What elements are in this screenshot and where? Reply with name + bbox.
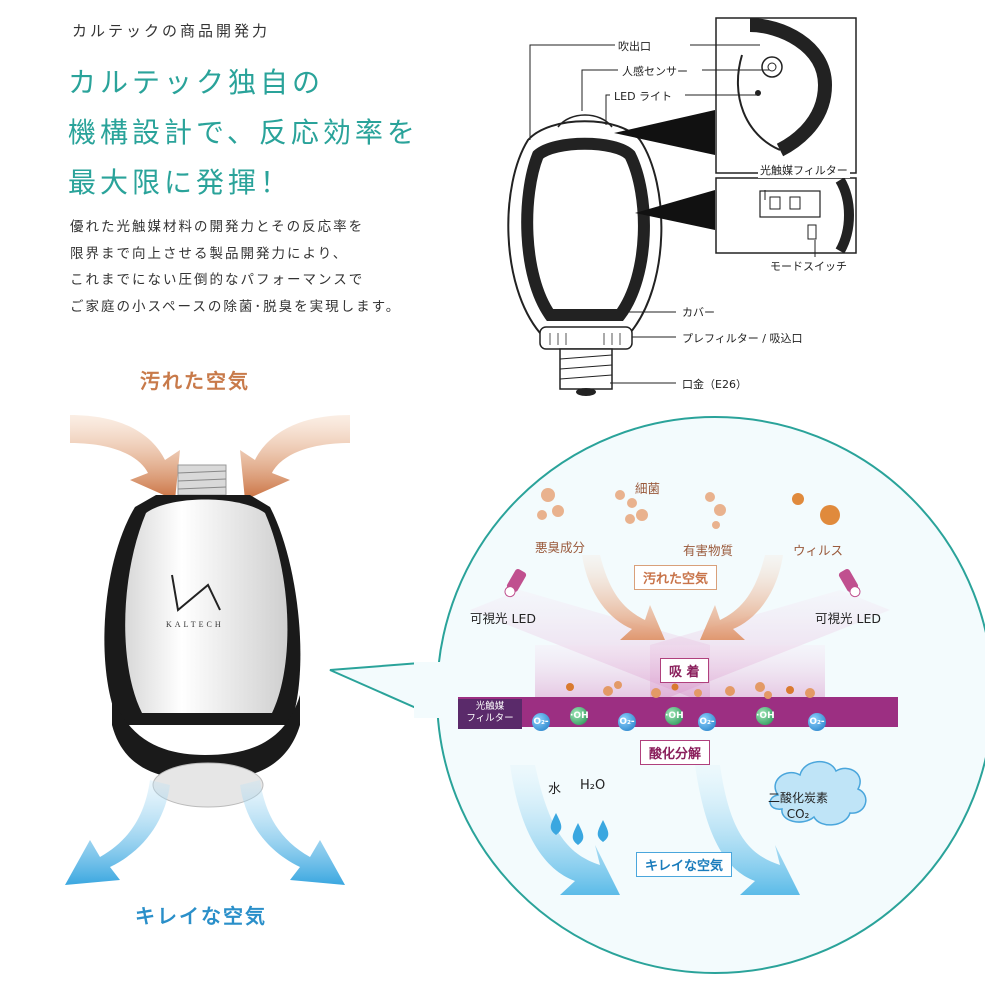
process-clean-arrow-right: [695, 765, 800, 895]
o2-molecule: O₂-: [808, 713, 826, 731]
label-filter: 光触媒フィルター: [758, 162, 850, 178]
label-outlet: 吹出口: [616, 38, 653, 54]
device-diagram: [507, 17, 857, 396]
o2-molecule: O₂-: [618, 713, 636, 731]
description-line-2: 限界まで向上させる製品開発力により、: [70, 245, 349, 262]
label-led: LED ライト: [612, 88, 675, 104]
oh-molecule: ·OH: [665, 707, 684, 725]
water-drops-icon: [550, 813, 609, 845]
process-dirty-air-tag: 汚れた空気: [634, 565, 718, 590]
water-label: 水: [548, 782, 562, 797]
h2o-label: H₂O: [580, 778, 606, 793]
filter-label: 光触媒 フィルター: [458, 699, 522, 729]
oh-molecule: ·OH: [570, 707, 589, 725]
co2-cloud-icon: [769, 761, 867, 826]
description-line-3: これまでにない圧倒的なパフォーマンスで: [70, 272, 365, 288]
process-clean-air-tag: キレイな空気: [636, 852, 733, 877]
harmful-label: 有害物質: [683, 543, 734, 558]
headline: カルテック独自の 機構設計で、反応効率を 最大限に発揮！: [68, 58, 419, 208]
co2-label-line-1: 二酸化炭素: [768, 791, 829, 805]
label-base: 口金（E26）: [680, 376, 749, 392]
odor-label: 悪臭成分: [535, 540, 586, 555]
process-dirty-arrow-right: [700, 555, 783, 640]
co2-label: 二酸化炭素 CO₂: [768, 790, 828, 822]
filter-label-line-2: フィルター: [466, 713, 514, 724]
dirty-arrow-left: [70, 415, 180, 500]
dirty-air-title: 汚れた空気: [140, 369, 250, 393]
label-cover: カバー: [680, 304, 717, 320]
label-sensor: 人感センサー: [620, 63, 690, 79]
product-illustration: KALTECH: [65, 415, 350, 885]
process-dirty-arrow-left: [582, 555, 665, 640]
oh-molecule: ·OH: [756, 707, 775, 725]
led-right-label: 可視光 LED: [815, 611, 881, 626]
co2-label-line-2: CO₂: [786, 807, 810, 821]
o2-molecule: O₂-: [698, 713, 716, 731]
clean-air-title: キレイな空気: [135, 904, 267, 928]
headline-line-2: 機構設計で、反応効率を: [68, 116, 419, 149]
adsorb-tag: 吸 着: [660, 658, 709, 683]
brand-wordmark: KALTECH: [166, 620, 224, 629]
led-left-icon: [504, 568, 527, 598]
section-kicker: カルテックの商品開発力: [72, 22, 271, 40]
germs-label: 細菌: [635, 481, 661, 496]
description-line-4: ご家庭の小スペースの除菌･脱臭を実現します。: [70, 298, 402, 315]
led-left-label: 可視光 LED: [470, 611, 536, 626]
label-mode-switch: モードスイッチ: [768, 258, 849, 274]
o2-molecule: O₂-: [532, 713, 550, 731]
headline-line-1: カルテック独自の: [68, 66, 325, 99]
process-clean-arrow-left: [510, 765, 620, 895]
led-right-icon: [838, 568, 861, 598]
description-line-1: 優れた光触媒材料の開発力とその反応率を: [70, 219, 365, 235]
label-prefilter: プレフィルター / 吸込口: [680, 330, 805, 346]
oxidation-tag: 酸化分解: [640, 740, 711, 765]
headline-line-3: 最大限に発揮！: [68, 166, 293, 199]
dirty-arrow-right: [240, 415, 350, 500]
clean-arrow-left: [65, 780, 170, 885]
clean-arrow-right: [240, 780, 345, 885]
filter-label-line-1: 光触媒: [475, 701, 505, 712]
description: 優れた光触媒材料の開発力とその反応率を 限界まで向上させる製品開発力により、 こ…: [70, 214, 401, 320]
virus-label: ウィルス: [793, 543, 844, 558]
process-diagram: [329, 416, 985, 974]
